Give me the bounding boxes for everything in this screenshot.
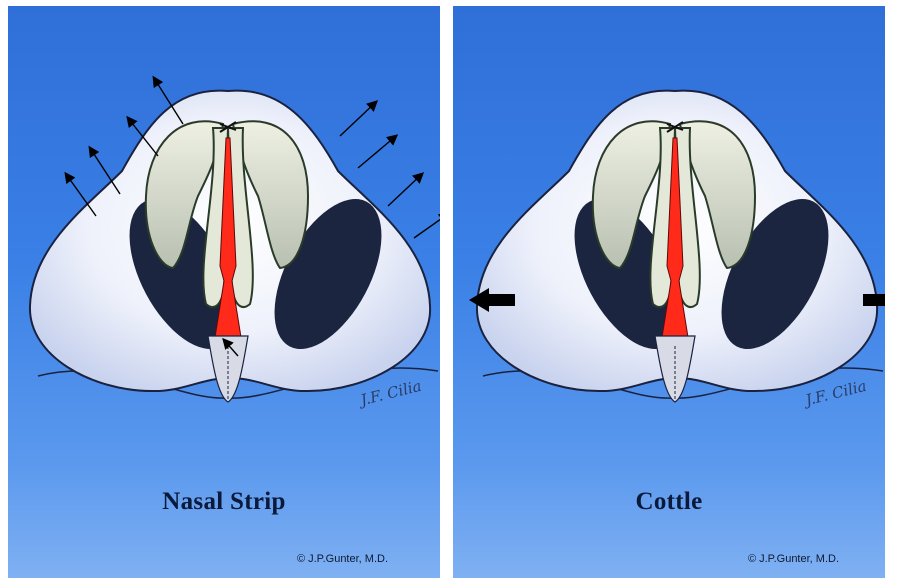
panel-divider (440, 0, 453, 581)
cottle-panel: J.F. Cilia Cottle © J.P.Gunter, M.D. (453, 6, 885, 578)
caption-cottle: Cottle (453, 488, 885, 516)
nasal-strip-panel: J.F. Cilia Nasal Strip © J.P.Gunter, M.D… (8, 6, 440, 578)
caption-nasal-strip: Nasal Strip (8, 488, 440, 516)
copyright-credit-right: © J.P.Gunter, M.D. (748, 553, 839, 565)
copyright-credit-left: © J.P.Gunter, M.D. (297, 553, 388, 565)
